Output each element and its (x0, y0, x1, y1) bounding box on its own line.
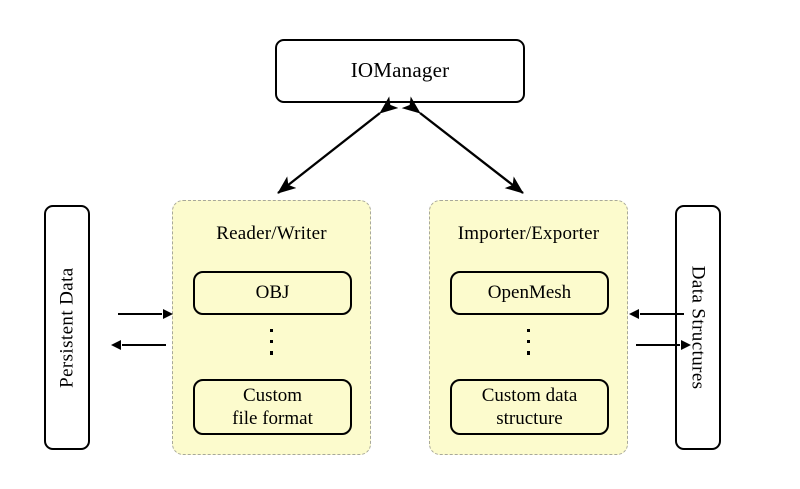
item-custom-file-format-line1: Custom (242, 384, 303, 406)
item-obj-label: OBJ (255, 282, 290, 304)
item-custom-data-structure[interactable]: Custom data structure (450, 379, 609, 435)
group-importer-exporter-title: Importer/Exporter (457, 223, 600, 244)
item-custom-data-structure-label: Custom data structure (482, 384, 578, 430)
item-openmesh[interactable]: OpenMesh (450, 271, 609, 315)
arrow-importer-exporter-to-data-structures (636, 344, 680, 347)
ellipsis-dot (526, 329, 531, 333)
group-reader-writer[interactable]: Reader/Writer OBJ Custom file format (172, 200, 371, 455)
data-structures-node[interactable]: Data Structures (675, 205, 721, 450)
ellipsis-dot (526, 340, 531, 344)
iomanager-node[interactable]: IOManager (275, 39, 525, 103)
ellipsis-dot (269, 340, 274, 344)
persistent-data-label: Persistent Data (56, 267, 78, 388)
group-importer-exporter[interactable]: Importer/Exporter OpenMesh Custom data s… (429, 200, 628, 455)
persistent-data-node[interactable]: Persistent Data (44, 205, 90, 450)
arrow-reader-writer-to-persistent-data (122, 344, 166, 347)
connector-manager-importer-exporter (401, 96, 524, 194)
item-custom-data-structure-line1: Custom data (481, 384, 578, 406)
reader-writer-ellipsis (173, 329, 370, 355)
ellipsis-dot (269, 329, 274, 333)
data-structures-label: Data Structures (687, 265, 709, 390)
group-reader-writer-title: Reader/Writer (216, 223, 327, 244)
arrow-persistent-data-to-reader-writer (118, 313, 162, 316)
item-custom-file-format-label: Custom file format (232, 384, 313, 430)
importer-exporter-ellipsis (430, 329, 627, 355)
arrow-data-structures-to-importer-exporter (640, 313, 684, 316)
item-openmesh-label: OpenMesh (487, 282, 572, 304)
item-custom-file-format[interactable]: Custom file format (193, 379, 352, 435)
iomanager-label: IOManager (350, 58, 450, 83)
ellipsis-dot (269, 351, 274, 355)
item-custom-data-structure-line2: structure (496, 408, 563, 429)
item-obj[interactable]: OBJ (193, 271, 352, 315)
ellipsis-dot (526, 351, 531, 355)
item-custom-file-format-line2: file format (232, 408, 313, 429)
connector-manager-reader-writer (277, 96, 399, 194)
